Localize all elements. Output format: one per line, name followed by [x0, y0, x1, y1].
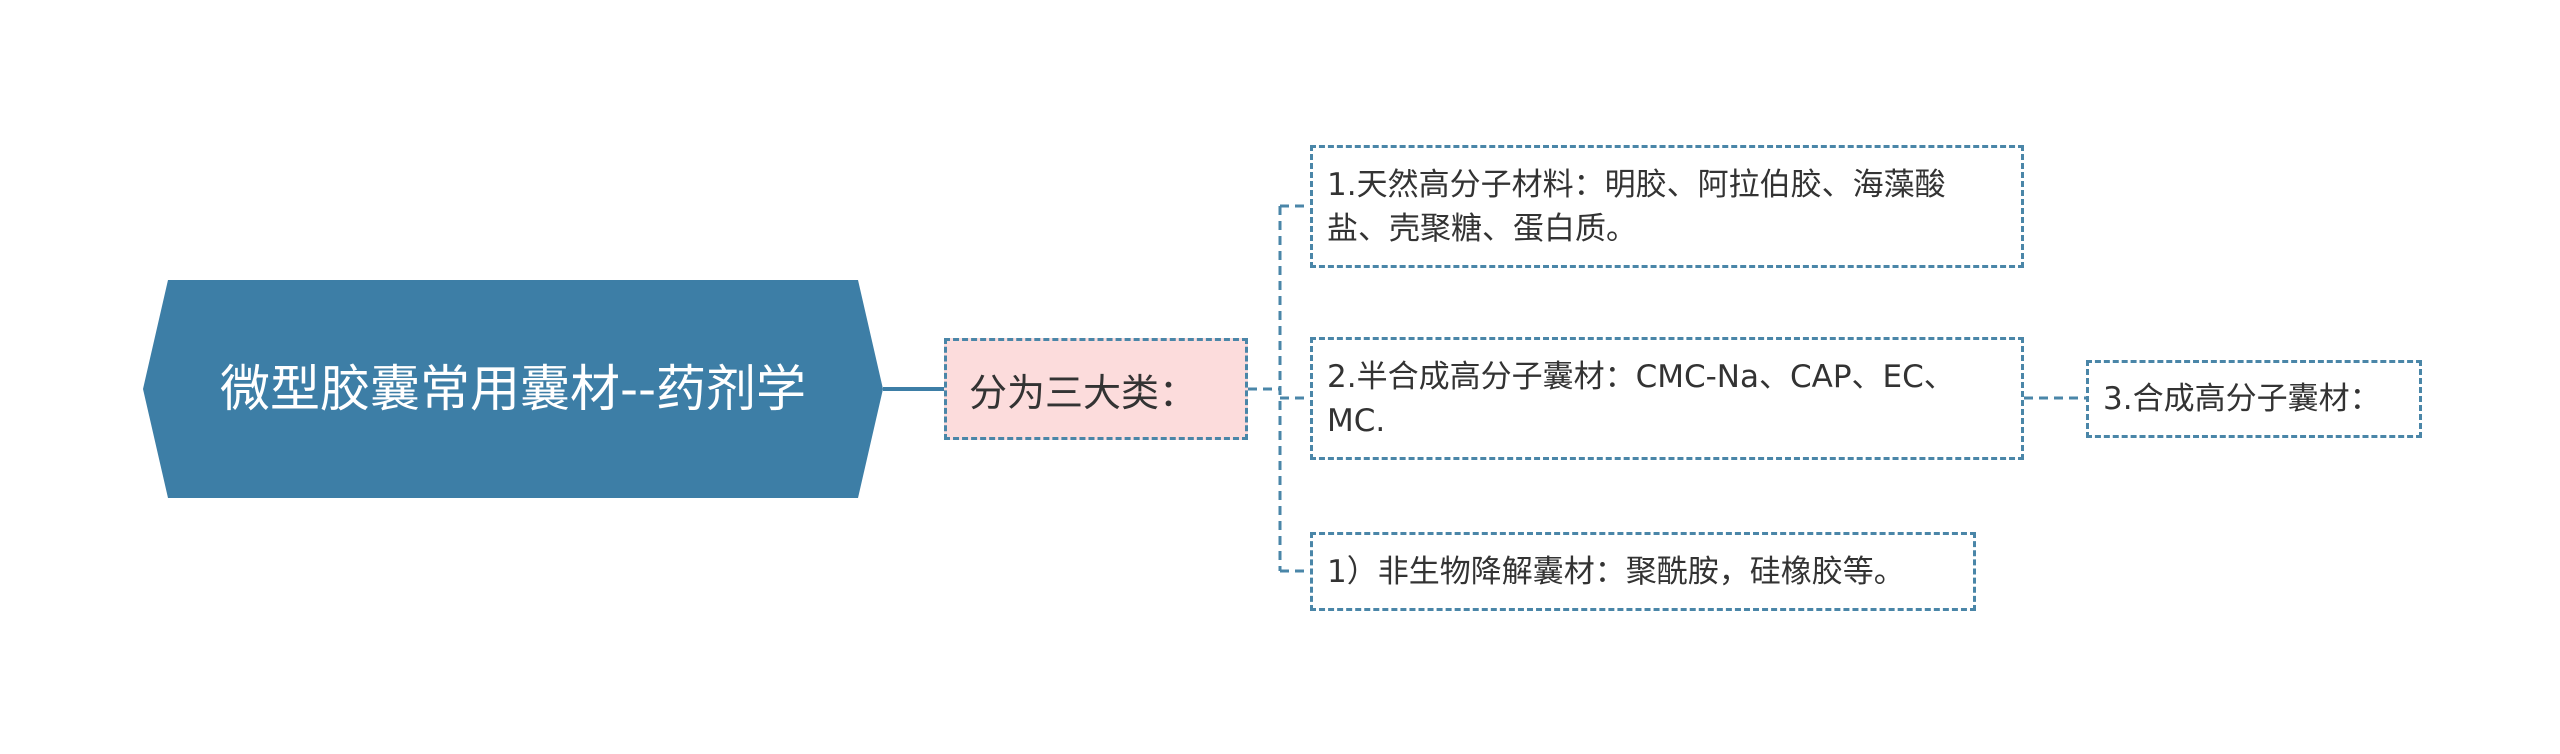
item-node-natural[interactable]: 1.天然高分子材料：明胶、阿拉伯胶、海藻酸盐、壳聚糖、蛋白质。	[1310, 145, 2024, 268]
item-node-label: 2.半合成高分子囊材：CMC-Na、CAP、EC、MC.	[1327, 358, 1955, 439]
root-node-shape	[143, 280, 883, 498]
root-node[interactable]: 微型胶囊常用囊材--药剂学	[143, 280, 883, 498]
category-node[interactable]: 分为三大类：	[944, 338, 1248, 440]
item-node-synthetic[interactable]: 3.合成高分子囊材：	[2086, 360, 2422, 438]
item-node-semi-synthetic[interactable]: 2.半合成高分子囊材：CMC-Na、CAP、EC、MC.	[1310, 337, 2024, 460]
item-node-label: 1）非生物降解囊材：聚酰胺，硅橡胶等。	[1327, 553, 1905, 590]
root-node-label: 微型胶囊常用囊材--药剂学	[219, 360, 807, 418]
item-node-label: 3.合成高分子囊材：	[2103, 381, 2381, 417]
item-node-label: 1.天然高分子材料：明胶、阿拉伯胶、海藻酸盐、壳聚糖、蛋白质。	[1327, 166, 1946, 247]
category-node-label: 分为三大类：	[969, 370, 1198, 415]
item-node-non-biodegradable[interactable]: 1）非生物降解囊材：聚酰胺，硅橡胶等。	[1310, 532, 1976, 611]
